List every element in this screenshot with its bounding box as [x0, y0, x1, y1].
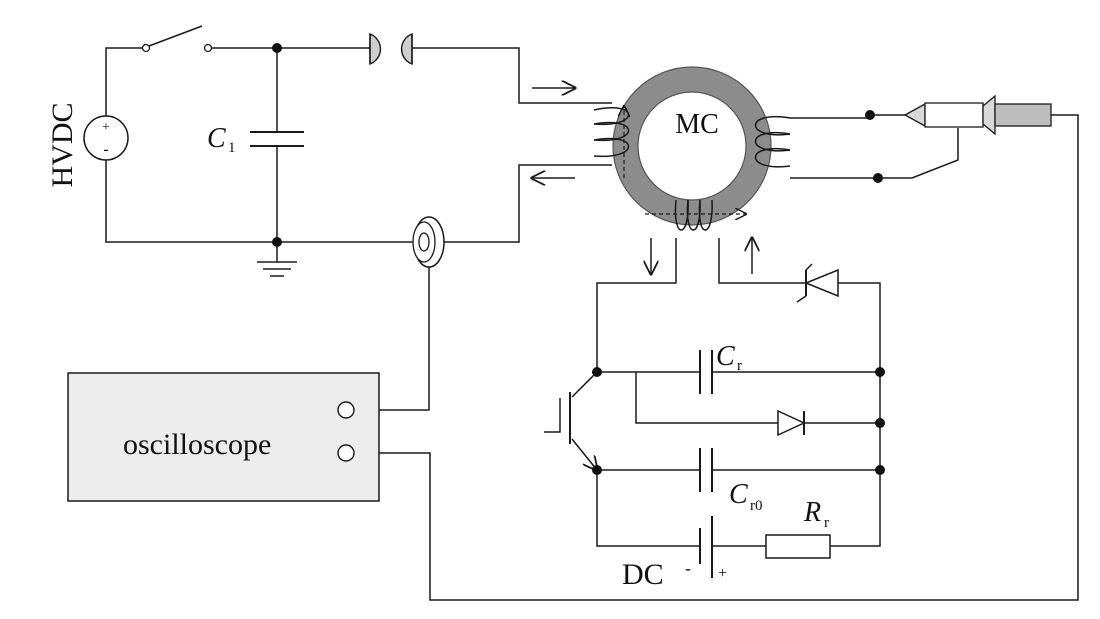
- reset-circuit: C r C r0 DC: [544, 263, 885, 591]
- magnetic-core-mc: MC: [593, 66, 881, 372]
- junction-dot: [592, 465, 602, 475]
- source-minus-label: -: [103, 141, 108, 158]
- dc-battery: [699, 516, 766, 578]
- rr-label: R: [803, 497, 821, 528]
- wire-probe-ground: [878, 128, 959, 179]
- junction-dot: [875, 465, 885, 475]
- dc-minus-label: -: [685, 558, 691, 578]
- capacitor-c1: [250, 48, 304, 242]
- oscilloscope: oscilloscope: [67, 372, 380, 502]
- diode: [777, 409, 806, 437]
- left-winding: [593, 106, 629, 178]
- dc-label: DC: [622, 558, 664, 591]
- ground-symbol: [257, 242, 297, 277]
- source-plus-label: +: [102, 120, 110, 135]
- resistor-rr: [765, 534, 831, 559]
- wire-diode-left: [635, 372, 778, 424]
- switch: [141, 25, 213, 53]
- oscilloscope-label: oscilloscope: [123, 428, 271, 461]
- dc-plus-label: +: [718, 565, 727, 582]
- c1-label: C: [207, 123, 226, 154]
- wire-source-to-switch: [105, 47, 146, 116]
- cr0-label: C: [729, 479, 748, 510]
- cr-subscript: r: [737, 358, 742, 374]
- zener-diode: [796, 263, 839, 303]
- spark-gap-electrodes: [369, 32, 413, 66]
- wire-winding-left-lead: [596, 238, 677, 372]
- rr-subscript: r: [824, 515, 829, 531]
- mc-label: MC: [675, 109, 719, 140]
- wire-winding-right-lead: [718, 238, 881, 372]
- scope-input-ch1: [337, 401, 355, 419]
- wire-source-bottom: [105, 160, 414, 243]
- core-inner: [637, 91, 747, 201]
- junction-dot: [592, 367, 602, 377]
- current-transformer: [412, 216, 445, 268]
- right-winding: [754, 115, 791, 168]
- bottom-winding: [645, 199, 746, 231]
- cr-label: C: [716, 341, 735, 372]
- c1-subscript: 1: [228, 140, 236, 156]
- junction-dot: [272, 43, 282, 53]
- wire-coil-return: [444, 164, 612, 243]
- wire-gap-to-coil: [412, 47, 612, 104]
- scope-input-ch2: [337, 444, 355, 462]
- igbt-transistor: [544, 371, 597, 470]
- junction-dot: [875, 418, 885, 428]
- hvdc-label: HVDC: [46, 102, 79, 187]
- hvdc-source-circuit: + - HVDC C 1: [46, 25, 612, 411]
- wire-probe-to-scope: [355, 114, 1079, 601]
- output-probe-circuit: [355, 94, 1079, 601]
- hv-probe: [903, 94, 1052, 136]
- dc-voltage-source: + -: [83, 115, 129, 161]
- oscilloscope-box: [67, 372, 380, 502]
- junction-dot: [875, 367, 885, 377]
- wire-right-rail: [830, 372, 881, 547]
- cr0-subscript: r0: [750, 498, 763, 514]
- wire-left-rail: [596, 470, 700, 547]
